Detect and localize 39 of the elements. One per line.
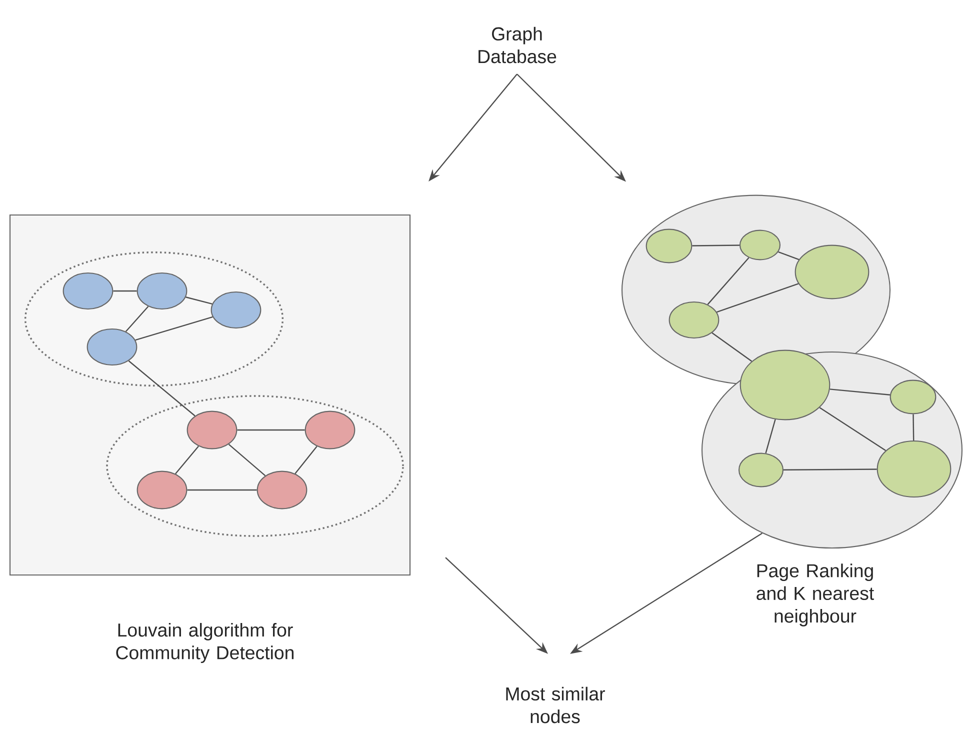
graph-node [62,272,114,310]
graph-node [86,328,138,366]
node-label: Most similar nodes [506,686,605,724]
graph-node [668,301,720,339]
caption-text: Louvain algorithm for Community Detection [116,622,294,664]
connector-line [778,251,800,260]
graph-node [136,470,188,510]
graph-node [646,228,692,264]
node-label: Graph Database [478,26,556,64]
connector-line [294,446,318,474]
graph-node [738,452,784,488]
connector-line [712,332,752,362]
connector-line [912,414,914,440]
graph-node [136,272,188,310]
connector-line [175,446,199,474]
connector-line [187,489,257,491]
caption-text: Page Ranking and K nearest neighbour [756,564,874,626]
graph-node [210,291,262,329]
graph-node [794,244,870,300]
graph-node [890,380,936,414]
connector-line [765,419,776,454]
connector-line [135,316,213,341]
connector-line [692,244,740,246]
graph-node [186,410,238,450]
connector-line [707,257,750,305]
graph-node [304,410,356,450]
connector-line [716,283,799,313]
graph-node [739,230,781,260]
connector-line [186,296,212,304]
graph-node [256,470,308,510]
connector-line [128,360,196,416]
connector-line [819,407,886,452]
connector-line [125,306,149,332]
graph-node [876,440,952,498]
connector-line [228,444,266,476]
connector-line [113,290,137,292]
connector-line [237,429,305,431]
connector-line [830,388,890,396]
connector-line [784,468,877,470]
